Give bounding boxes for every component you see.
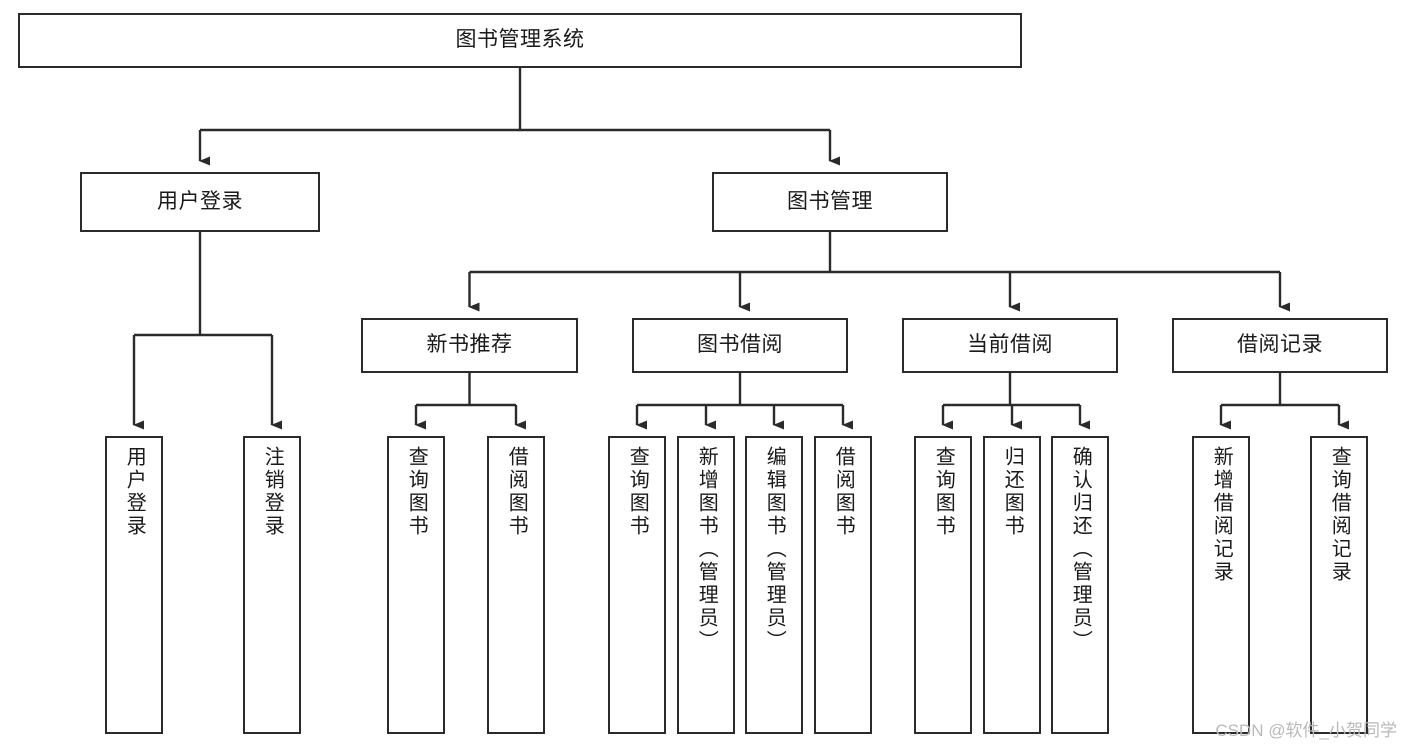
node-label: 新增借阅记录 [1210, 446, 1233, 584]
node-用户登录[interactable]: 用户登录 [80, 172, 320, 232]
node-label: 图书管理 [787, 189, 873, 213]
node-label: 借阅图书 [832, 446, 855, 538]
node-label: 注销登录 [261, 446, 284, 538]
node-当前借阅[interactable]: 当前借阅 [902, 318, 1118, 373]
node-新增借阅记录[interactable]: 新增借阅记录 [1192, 436, 1250, 734]
node-label: 查询图书 [626, 446, 649, 538]
node-label: 归还图书 [1001, 446, 1024, 538]
node-label: 新增图书（管理员） [695, 446, 718, 653]
node-label: 图书管理系统 [455, 28, 585, 52]
node-借阅图书[interactable]: 借阅图书 [814, 436, 872, 734]
node-查询图书[interactable]: 查询图书 [387, 436, 445, 734]
node-图书管理[interactable]: 图书管理 [712, 172, 948, 232]
node-编辑图书管理员[interactable]: 编辑图书（管理员） [745, 436, 803, 734]
node-新增图书管理员[interactable]: 新增图书（管理员） [677, 436, 735, 734]
node-label: 图书借阅 [697, 333, 783, 357]
node-label: 查询图书 [405, 446, 428, 538]
node-label: 用户登录 [123, 446, 146, 538]
node-新书推荐[interactable]: 新书推荐 [361, 318, 578, 373]
node-借阅图书[interactable]: 借阅图书 [487, 436, 545, 734]
node-label: 借阅记录 [1237, 333, 1323, 357]
node-label: 新书推荐 [426, 333, 513, 357]
node-图书管理系统[interactable]: 图书管理系统 [18, 13, 1022, 68]
node-label: 确认归还（管理员） [1069, 446, 1092, 653]
node-确认归还管理员[interactable]: 确认归还（管理员） [1051, 436, 1109, 734]
node-查询图书[interactable]: 查询图书 [914, 436, 972, 734]
node-label: 用户登录 [157, 189, 243, 213]
node-查询借阅记录[interactable]: 查询借阅记录 [1310, 436, 1368, 734]
node-注销登录[interactable]: 注销登录 [243, 436, 301, 734]
node-借阅记录[interactable]: 借阅记录 [1172, 318, 1388, 373]
node-label: 借阅图书 [505, 446, 528, 538]
node-label: 查询借阅记录 [1328, 446, 1351, 584]
node-label: 编辑图书（管理员） [763, 446, 786, 653]
node-查询图书[interactable]: 查询图书 [608, 436, 666, 734]
node-图书借阅[interactable]: 图书借阅 [632, 318, 848, 373]
node-归还图书[interactable]: 归还图书 [983, 436, 1041, 734]
csdn-watermark: CSDN @软件_小贺同学 [1215, 721, 1397, 740]
node-用户登录[interactable]: 用户登录 [105, 436, 163, 734]
node-label: 查询图书 [932, 446, 955, 538]
node-label: 当前借阅 [967, 333, 1053, 357]
